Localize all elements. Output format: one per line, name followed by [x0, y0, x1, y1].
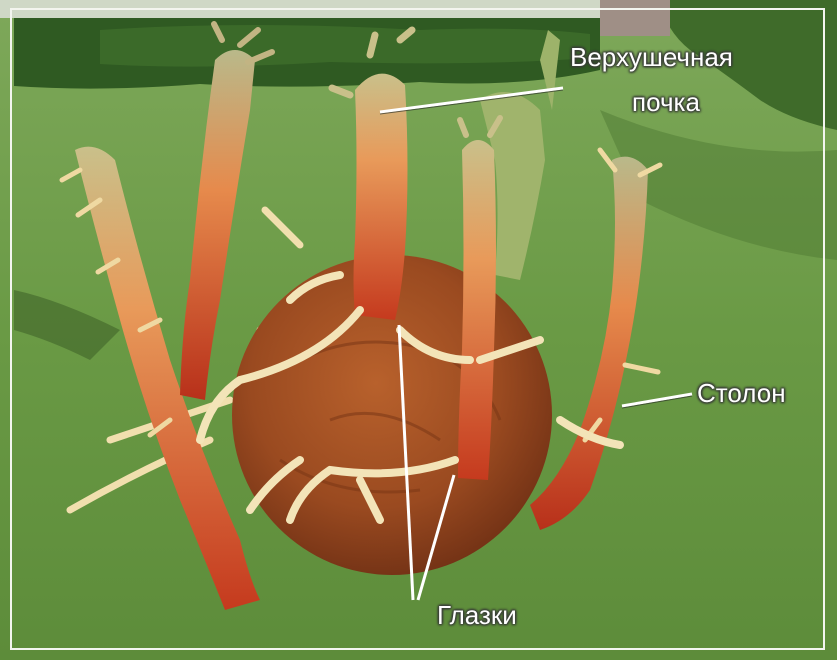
label-eyes: Глазки — [437, 600, 517, 630]
building-wall — [600, 0, 670, 36]
label-apical-bud-line2: почка — [632, 87, 700, 117]
label-apical-bud-line1: Верхушечная — [570, 42, 733, 72]
label-stolon: Столон — [697, 378, 786, 408]
hedge-highlight — [100, 25, 590, 67]
